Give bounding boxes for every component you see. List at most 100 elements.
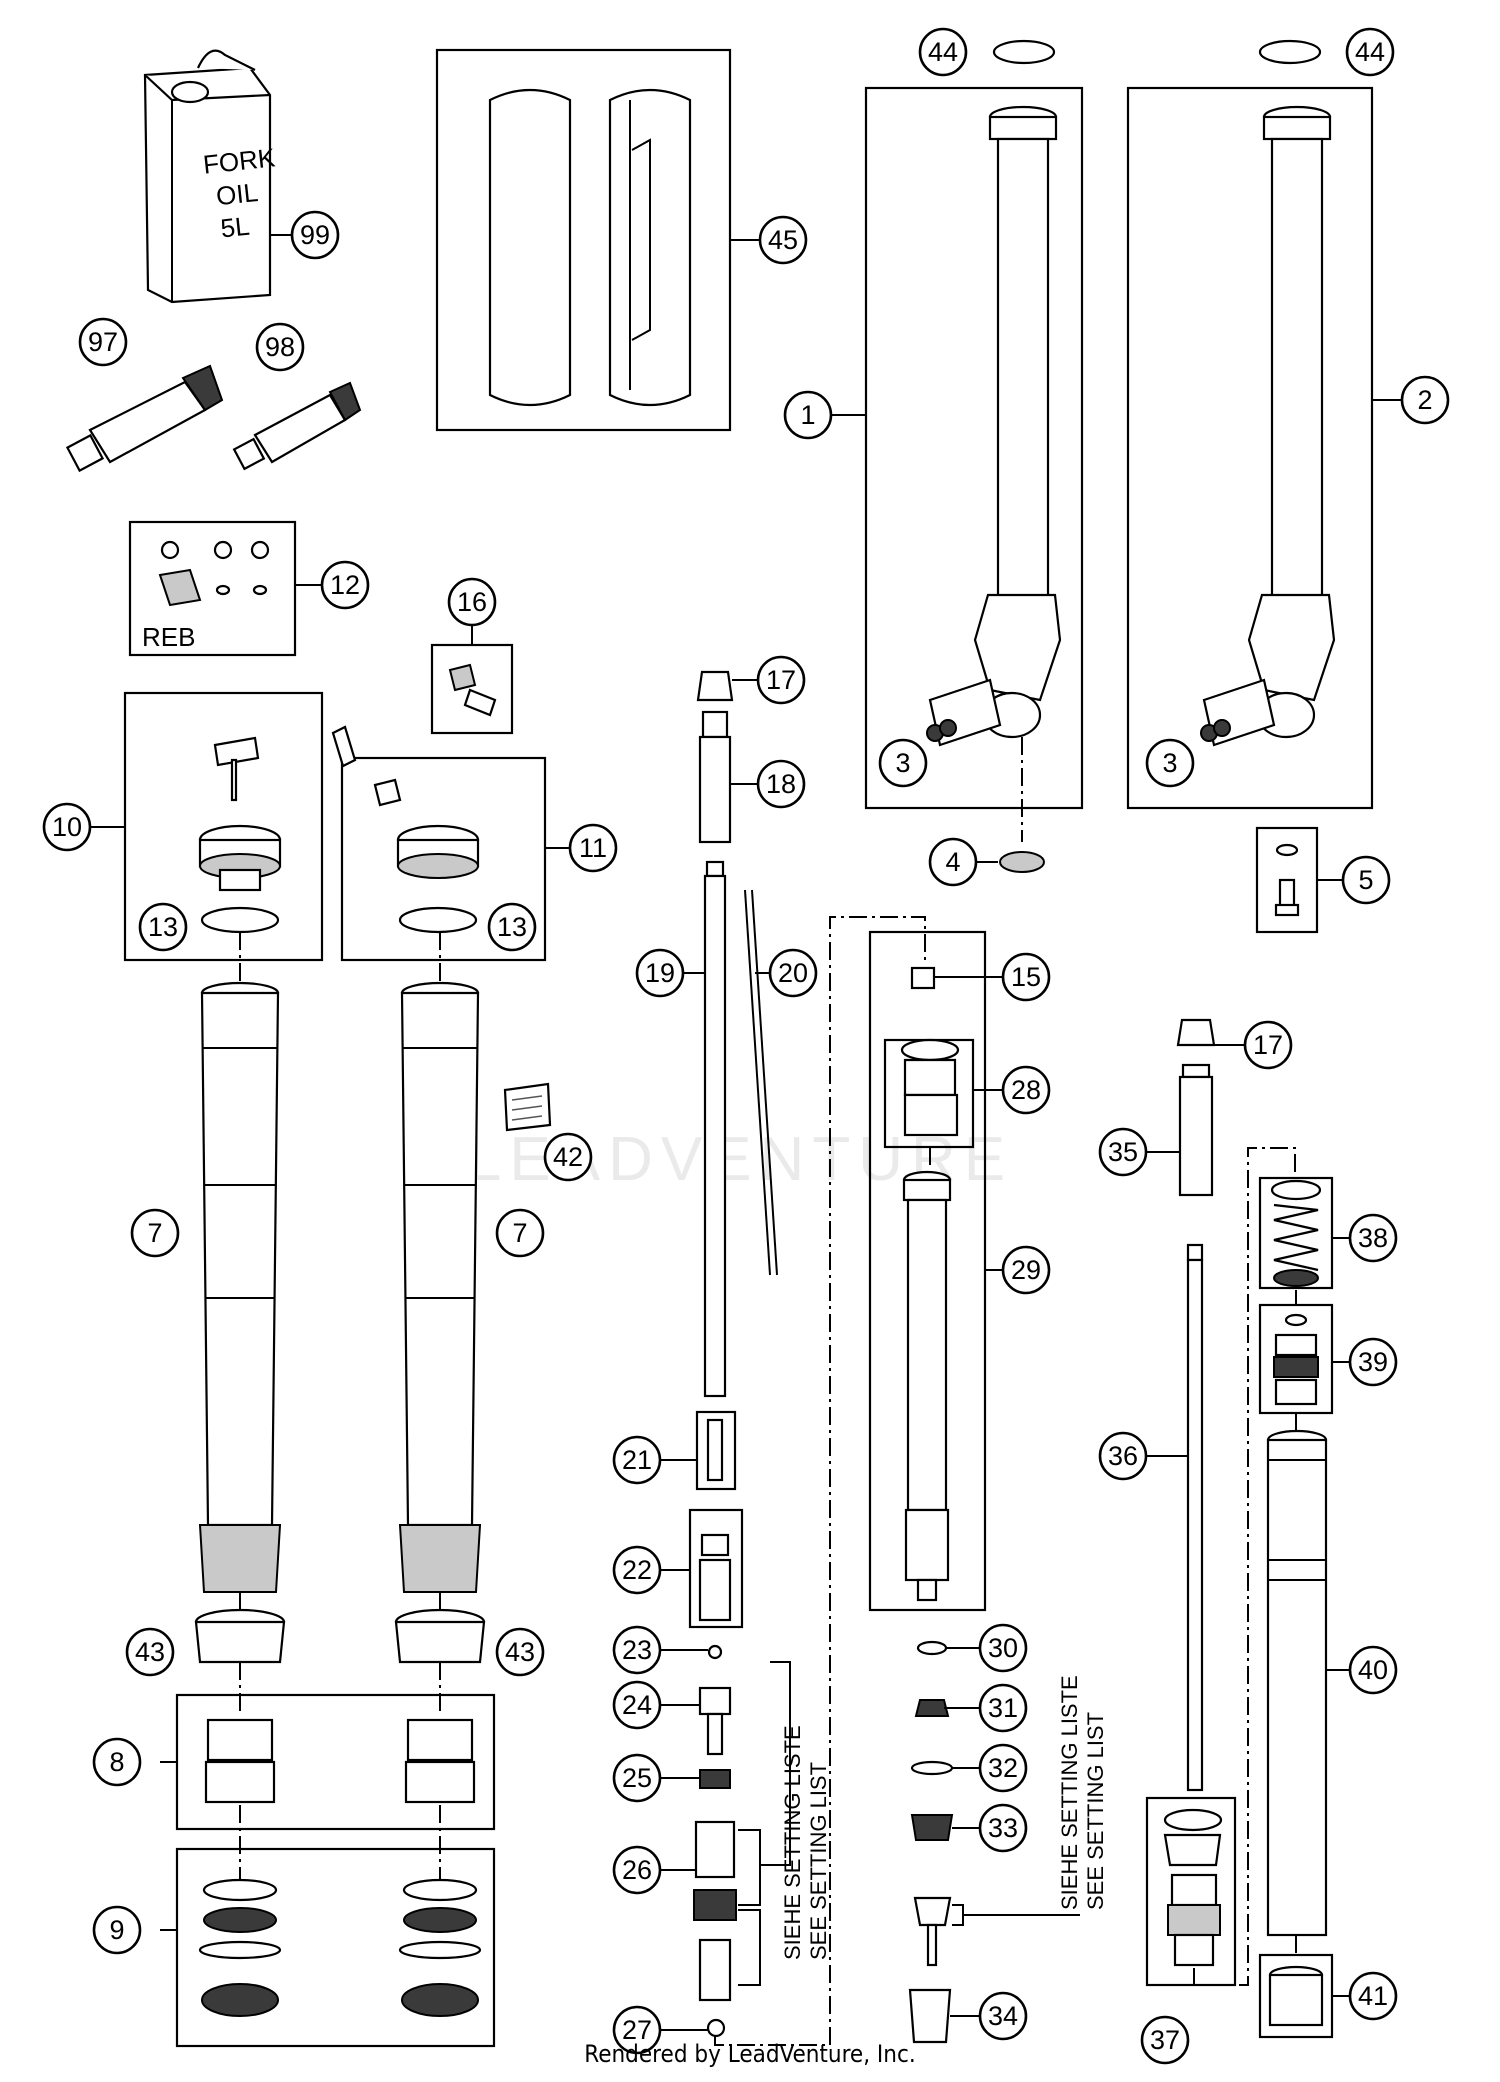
callout-42: 42 [543, 1132, 593, 1182]
svg-text:3: 3 [895, 748, 910, 778]
fork-protector-sleeves [488, 88, 692, 407]
reb-label: REB [142, 622, 195, 652]
seal-kit-9-box [175, 1847, 496, 2048]
svg-text:13: 13 [148, 912, 178, 942]
guide-nut-43-right [394, 1592, 486, 1664]
outer-tube-1 [926, 105, 1062, 747]
callout-10: 10 [42, 802, 92, 852]
callout-4: 4 [928, 837, 978, 887]
svg-text:40: 40 [1358, 1655, 1388, 1685]
cartridge-tube-40 [1266, 1429, 1328, 1937]
setting-list-en-right: SEE SETTING LIST [1083, 1712, 1108, 1910]
callout-31: 31 [978, 1683, 1028, 1733]
valve-kit-16-box [430, 643, 514, 735]
svg-text:36: 36 [1108, 1441, 1138, 1471]
svg-text:19: 19 [645, 958, 675, 988]
svg-text:13: 13 [497, 912, 527, 942]
svg-text:12: 12 [330, 570, 360, 600]
fork-cap-11 [331, 725, 480, 934]
damper-rod-assembly [693, 670, 778, 2038]
svg-text:7: 7 [512, 1218, 527, 1248]
svg-text:26: 26 [622, 1855, 652, 1885]
svg-text:31: 31 [988, 1693, 1018, 1723]
callout-97: 97 [78, 317, 128, 367]
callout-21: 21 [612, 1435, 662, 1485]
fork-cap-11-box [340, 756, 547, 962]
svg-text:15: 15 [1011, 962, 1041, 992]
inner-tube-7-left [198, 932, 282, 1593]
svg-text:3: 3 [1162, 748, 1177, 778]
callout-17-bottom: 17 [1243, 1020, 1293, 1070]
bushing-kit-8-parts [204, 1662, 476, 1804]
svg-text:17: 17 [1253, 1030, 1283, 1060]
callout-44-left: 44 [918, 27, 968, 77]
callout-32: 32 [978, 1743, 1028, 1793]
svg-text:27: 27 [622, 2015, 652, 2045]
svg-text:11: 11 [579, 833, 607, 863]
svg-text:28: 28 [1011, 1075, 1041, 1105]
grease-tube-98 [232, 381, 362, 471]
assembly-line-right-column [1193, 1147, 1296, 1986]
o-ring-44-left [992, 39, 1056, 65]
inner-tube-7-right [398, 932, 482, 1593]
callout-25: 25 [612, 1753, 662, 1803]
callout-43-right: 43 [495, 1627, 545, 1677]
callout-43-left: 43 [125, 1627, 175, 1677]
svg-text:44: 44 [928, 37, 958, 67]
callout-45: 45 [758, 215, 808, 265]
callout-44-right: 44 [1345, 27, 1395, 77]
svg-text:44: 44 [1355, 37, 1385, 67]
piston-stack-30-34 [908, 1640, 954, 2044]
callout-8: 8 [92, 1737, 142, 1787]
callout-26: 26 [612, 1845, 662, 1895]
svg-text:99: 99 [300, 220, 330, 250]
setting-list-de-right: SIEHE SETTING LISTE [1057, 1675, 1082, 1910]
guide-nut-43-left [194, 1592, 286, 1664]
fork-cap-10 [198, 736, 282, 934]
callout-33: 33 [978, 1803, 1028, 1853]
part-37-box [1145, 1796, 1237, 1987]
callout-37: 37 [1140, 2015, 1190, 2065]
outer-tube-2 [1200, 105, 1336, 747]
svg-text:35: 35 [1108, 1137, 1138, 1167]
callout-28: 28 [1001, 1065, 1051, 1115]
svg-text:2: 2 [1417, 385, 1432, 415]
svg-text:7: 7 [147, 1218, 162, 1248]
callout-3-left: 3 [878, 738, 928, 788]
part-21-box [695, 1410, 737, 1491]
svg-text:25: 25 [622, 1763, 652, 1793]
can-label-line3: 5L [219, 211, 251, 244]
screw-kit-12-parts [158, 540, 270, 607]
svg-text:97: 97 [88, 327, 118, 357]
callout-18: 18 [756, 759, 806, 809]
callout-11: 11 [568, 823, 618, 873]
svg-text:23: 23 [622, 1635, 652, 1665]
callout-13-left: 13 [138, 902, 188, 952]
svg-text:22: 22 [622, 1555, 652, 1585]
valve-kit-16-parts [448, 663, 497, 717]
part-38-box [1258, 1176, 1334, 1290]
can-label-line2: OIL [215, 177, 260, 211]
callout-17-top: 17 [756, 655, 806, 705]
svg-text:17: 17 [766, 665, 796, 695]
part-22-box [688, 1508, 744, 1629]
callout-35: 35 [1098, 1127, 1148, 1177]
svg-text:43: 43 [505, 1637, 535, 1667]
svg-text:98: 98 [265, 332, 295, 362]
callout-1: 1 [783, 390, 833, 440]
svg-text:42: 42 [553, 1142, 583, 1172]
callout-39: 39 [1348, 1337, 1398, 1387]
callout-2: 2 [1400, 375, 1450, 425]
kit-5-parts [1274, 843, 1300, 917]
svg-text:1: 1 [800, 400, 815, 430]
callout-27: 27 [612, 2005, 662, 2055]
callout-20: 20 [768, 948, 818, 998]
setting-list-de-left: SIEHE SETTING LISTE [780, 1725, 805, 1960]
assembly-line-left-column [714, 916, 926, 2046]
leader-lines [90, 234, 1402, 2031]
callout-41: 41 [1348, 1971, 1398, 2021]
svg-text:38: 38 [1358, 1223, 1388, 1253]
svg-text:34: 34 [988, 2001, 1018, 2031]
callout-98: 98 [255, 322, 305, 372]
